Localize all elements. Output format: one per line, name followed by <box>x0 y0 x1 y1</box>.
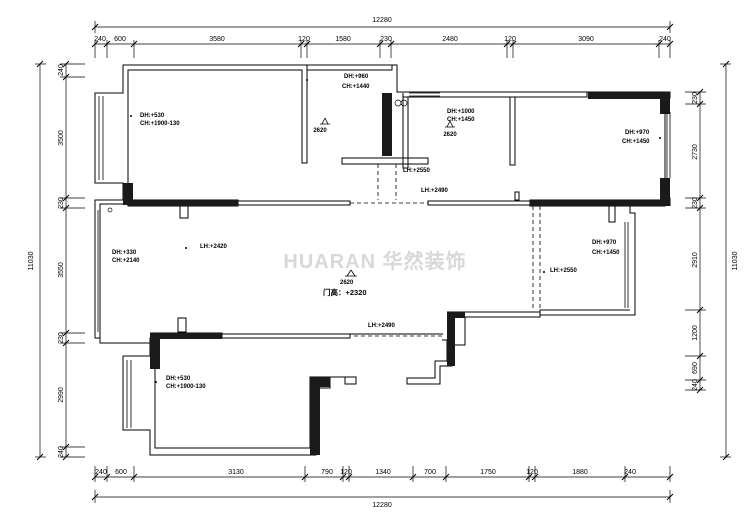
bottom-seg-dim: 1750 <box>480 469 496 476</box>
annotation-ch: CH:+2140 <box>112 258 140 264</box>
top-dimension-lines <box>94 21 671 58</box>
annotation-lh: LH:+2490 <box>421 188 449 194</box>
left-seg-dim: 2990 <box>58 387 65 403</box>
left-seg-dim: 230 <box>58 332 65 344</box>
right-seg-dim: 2910 <box>692 252 699 268</box>
left-seg-dim: 3500 <box>58 130 65 146</box>
top-seg-dim: 120 <box>298 36 310 43</box>
ceiling-height: 2620 <box>443 132 457 138</box>
watermark: HUARAN 华然装饰 <box>283 249 466 273</box>
bottom-seg-dim: 120 <box>526 469 538 476</box>
top-seg-dim: 3580 <box>209 36 225 43</box>
left-seg-dim: 230 <box>58 197 65 209</box>
annotation-ch: CH:+1450 <box>622 139 650 145</box>
annotation-ch: CH:+1900-130 <box>140 121 180 127</box>
annotation-lh: LH:+2490 <box>368 323 396 329</box>
right-seg-dim: 2730 <box>692 144 699 160</box>
annotation-ch: CH:+1450 <box>592 250 620 256</box>
left-dimension-ticks <box>36 60 70 461</box>
solid-walls <box>123 92 670 455</box>
bottom-seg-dim: 1340 <box>375 469 391 476</box>
right-seg-dim: 230 <box>692 92 699 104</box>
annotation-dh: DH:+970 <box>592 240 617 246</box>
annotation-dh: DH:+970 <box>625 130 650 136</box>
bottom-dimension-lines <box>94 466 671 503</box>
top-seg-dim: 240 <box>659 36 671 43</box>
annotation-ch: CH:+1440 <box>342 84 370 90</box>
left-seg-dim: 240 <box>58 64 65 76</box>
annotation-dh: DH:+1000 <box>447 109 475 115</box>
bottom-seg-dim: 240 <box>95 469 107 476</box>
ceiling-height: 2620 <box>313 128 327 134</box>
right-seg-dim: 690 <box>692 362 699 374</box>
annotation-ch: CH:+1900-130 <box>166 384 206 390</box>
annotation-lh: LH:+2550 <box>550 268 578 274</box>
bottom-dimension-ticks <box>91 473 674 501</box>
right-total-dim: 11030 <box>732 251 739 270</box>
annotation-dh: DH:+530 <box>166 376 191 382</box>
annotation-dh: DH:+530 <box>140 113 165 119</box>
top-seg-dim: 2480 <box>442 36 458 43</box>
door-height: 门高：+2320 <box>323 287 367 297</box>
right-dimension-ticks <box>696 60 730 461</box>
top-seg-dim: 240 <box>94 36 106 43</box>
annotation-lh: LH:+2550 <box>403 168 431 174</box>
ceiling-height: 2620 <box>340 280 354 286</box>
left-seg-dim: 240 <box>58 446 65 458</box>
bottom-seg-dim: 1880 <box>572 469 588 476</box>
annotation-ch: CH:+1450 <box>447 117 475 123</box>
top-dimension-ticks <box>91 23 674 48</box>
top-seg-dim: 3090 <box>578 36 594 43</box>
bottom-seg-dim: 790 <box>321 469 333 476</box>
left-seg-dim: 3550 <box>58 262 65 278</box>
right-seg-dim: 240 <box>692 379 699 391</box>
right-seg-dim: 1200 <box>692 325 699 341</box>
ceiling-markers <box>320 117 455 277</box>
openings <box>350 164 541 337</box>
bottom-seg-dim: 240 <box>624 469 636 476</box>
fixtures <box>107 99 408 213</box>
top-seg-dim: 120 <box>504 36 516 43</box>
left-dimension-lines <box>35 63 85 458</box>
top-seg-dim: 600 <box>114 36 126 43</box>
annotation-lh: LH:+2420 <box>200 244 228 250</box>
annotation-dh: DH:+960 <box>344 74 369 80</box>
right-seg-dim: 230 <box>692 197 699 209</box>
bottom-seg-dim: 120 <box>340 469 352 476</box>
bottom-total-dim: 12280 <box>372 502 392 509</box>
top-seg-dim: 1580 <box>335 36 351 43</box>
left-total-dim: 11030 <box>28 251 35 270</box>
leader-dots <box>130 79 661 383</box>
windows <box>97 92 671 428</box>
top-seg-dim: 230 <box>380 36 392 43</box>
bottom-seg-dim: 600 <box>115 469 127 476</box>
right-dimension-lines <box>685 63 731 458</box>
annotation-dh: DH:+330 <box>112 250 137 256</box>
top-total-dim: 12280 <box>372 17 392 24</box>
bottom-seg-dim: 700 <box>424 469 436 476</box>
bottom-seg-dim: 3130 <box>228 469 244 476</box>
